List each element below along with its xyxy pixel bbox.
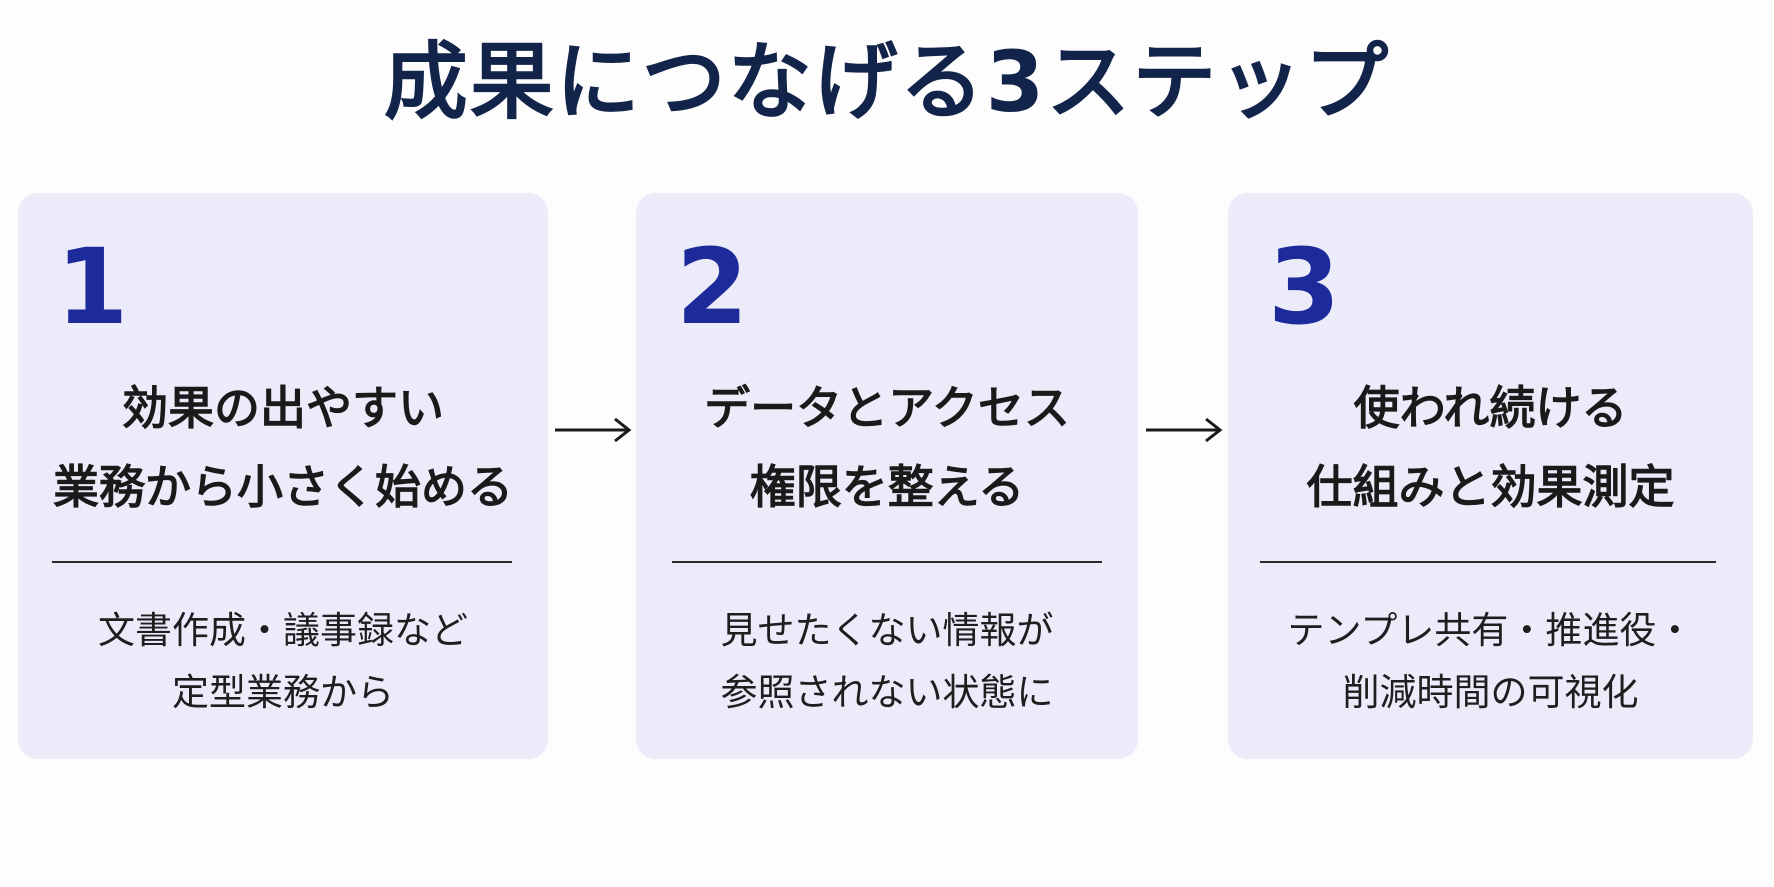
page-title: 成果につなげる3ステップ [383, 33, 1391, 131]
divider [1260, 561, 1716, 563]
step-heading-line-2: 仕組みと効果測定 [1306, 460, 1675, 514]
step-heading-line-1: 使われ続ける [1353, 381, 1628, 435]
step-heading-line-2: 権限を整える [749, 460, 1025, 514]
step-card-3: 3 使われ続ける 仕組みと効果測定 テンプレ共有・推進役・ 削減時間の可視化 [1228, 193, 1753, 759]
divider [672, 561, 1102, 563]
step-description-line-2: 定型業務から [172, 671, 394, 714]
step-card-2: 2 データとアクセス 権限を整える 見せたくない情報が 参照されない状態に [636, 193, 1138, 759]
step-card-1: 1 効果の出やすい 業務から小さく始める 文書作成・議事録など 定型業務から [18, 193, 548, 759]
step-number: 2 [676, 226, 749, 348]
step-description-line-1: テンプレ共有・推進役・ [1287, 609, 1694, 652]
step-description-line-2: 削減時間の可視化 [1342, 671, 1639, 714]
right-arrow-icon [555, 417, 632, 443]
divider [52, 561, 512, 563]
step-description-line-1: 文書作成・議事録など [98, 609, 468, 652]
right-arrow-icon [1146, 417, 1223, 443]
step-description-line-2: 参照されない状態に [720, 671, 1054, 714]
step-number: 3 [1268, 226, 1341, 348]
step-description-line-1: 見せたくない情報が [720, 609, 1054, 652]
step-heading-line-1: 効果の出やすい [122, 381, 444, 435]
step-heading-line-1: データとアクセス [704, 381, 1070, 435]
step-number: 1 [56, 226, 129, 348]
step-heading-line-2: 業務から小さく始める [53, 460, 513, 514]
